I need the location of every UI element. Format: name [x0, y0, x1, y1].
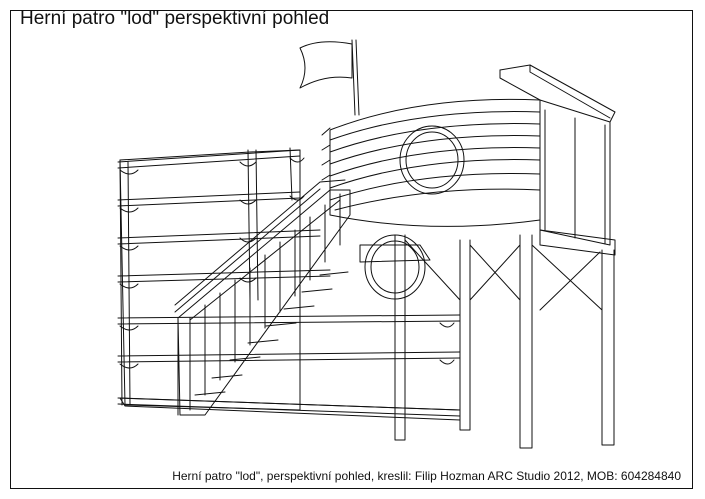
shelf-brackets	[120, 158, 454, 368]
shelving-unit	[118, 148, 460, 416]
stair-hatching	[190, 194, 340, 410]
staircase	[175, 180, 350, 415]
drawing-caption: Herní patro "lod", perspektivní pohled, …	[172, 469, 681, 483]
porthole	[400, 126, 464, 194]
floor-base	[120, 398, 460, 420]
stair-treads	[195, 272, 348, 395]
drawing-frame	[10, 10, 693, 489]
ship-deck	[322, 99, 540, 226]
shelf-boards	[118, 150, 460, 416]
support-structure	[360, 235, 614, 448]
sheet-title: Herní patro "lod" perspektivní pohled	[20, 8, 330, 29]
flag	[300, 40, 359, 115]
rear-porthole	[365, 235, 425, 299]
platform	[500, 65, 615, 255]
